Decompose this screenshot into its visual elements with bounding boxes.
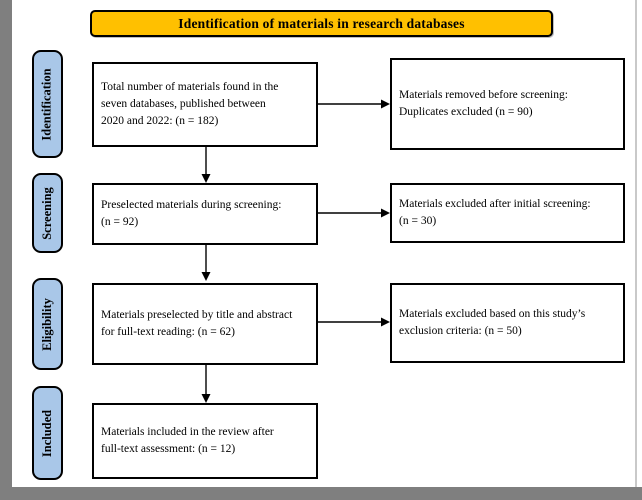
window-edge-left: [0, 0, 12, 500]
page-edge-right: [635, 0, 637, 487]
diagram-title: Identification of materials in research …: [178, 15, 465, 31]
box-text: Total number of materials found in the s…: [101, 80, 279, 128]
stage-label-text: Eligibility: [40, 297, 55, 351]
box-excluded-exclusion-criteria: Materials excluded based on this study’s…: [390, 283, 625, 363]
box-included-in-review: Materials included in the review after f…: [92, 403, 318, 479]
box-total-materials-found: Total number of materials found in the s…: [92, 62, 318, 147]
box-excluded-initial-screening: Materials excluded after initial screeni…: [390, 183, 625, 243]
stage-label-identification: Identification: [32, 50, 63, 158]
window-edge-bottom: [0, 487, 642, 500]
box-text: Materials removed before screening: Dupl…: [399, 88, 568, 118]
box-preselected-title-abstract: Materials preselected by title and abstr…: [92, 283, 318, 365]
stage-label-eligibility: Eligibility: [32, 278, 63, 370]
arrow-down-screening-to-eligibility-icon: [201, 245, 211, 281]
stage-label-text: Included: [40, 409, 54, 457]
arrow-right-to-excluded-criteria-icon: [318, 317, 390, 327]
stage-label-text: Identification: [40, 67, 55, 141]
arrow-right-to-excluded-initial-screening-icon: [318, 208, 390, 218]
stage-label-text: Screening: [40, 186, 55, 240]
box-removed-before-screening: Materials removed before screening: Dupl…: [390, 58, 625, 150]
arrow-down-eligibility-to-included-icon: [201, 365, 211, 403]
arrow-down-identification-to-screening-icon: [201, 147, 211, 183]
stage-label-screening: Screening: [32, 173, 63, 253]
diagram-title-banner: Identification of materials in research …: [90, 10, 553, 37]
box-text: Preselected materials during screening: …: [101, 198, 282, 228]
box-text: Materials included in the review after f…: [101, 425, 274, 455]
stage-label-included: Included: [32, 386, 63, 480]
arrow-right-to-removed-before-screening-icon: [318, 99, 390, 109]
box-text: Materials excluded after initial screeni…: [399, 197, 591, 227]
box-text: Materials preselected by title and abstr…: [101, 308, 293, 338]
box-preselected-during-screening: Preselected materials during screening: …: [92, 183, 318, 245]
box-text: Materials excluded based on this study’s…: [399, 307, 586, 337]
